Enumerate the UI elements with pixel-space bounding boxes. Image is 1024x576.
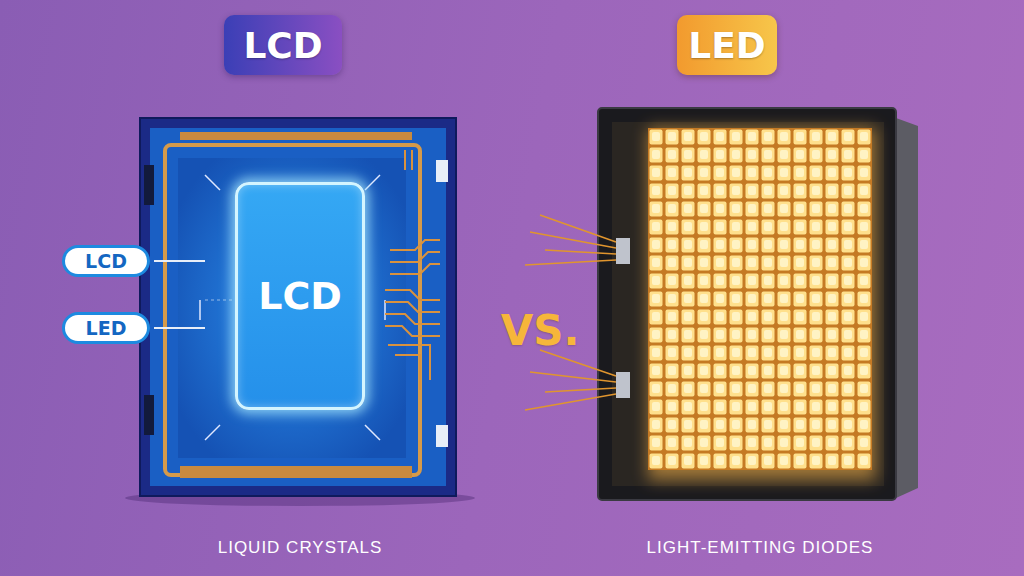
led-panel (896, 118, 918, 498)
lcd-panel (200, 175, 385, 440)
lcd-panel (144, 395, 154, 435)
led-panel (612, 122, 884, 486)
led-panel (598, 108, 896, 500)
node-text: LCD (85, 250, 127, 272)
node-text: LED (86, 317, 127, 339)
lcd-panel (125, 118, 475, 506)
lcd-panel (395, 355, 420, 390)
lcd-panel (390, 252, 440, 262)
led-panel (598, 108, 918, 500)
lcd-panel (205, 425, 220, 440)
lcd-panel (388, 345, 430, 380)
versus-text: VS. (501, 306, 580, 355)
lcd-panel (165, 145, 420, 475)
wire (525, 260, 616, 265)
lcd-panel (411, 150, 413, 170)
screen-box: LCD (235, 182, 365, 410)
lcd-panel (365, 175, 380, 190)
led-panel (648, 128, 872, 470)
node-text: LCD (258, 274, 342, 318)
lcd-panel (404, 150, 406, 170)
wire (545, 388, 616, 392)
pill-label: LED (62, 312, 150, 344)
title-badge: LCD (224, 15, 342, 75)
lcd-panel (178, 158, 406, 458)
wire (545, 250, 616, 254)
title-badge: LED (677, 15, 777, 75)
wire (530, 372, 616, 382)
lcd-panel (180, 466, 412, 478)
lcd-panel (205, 175, 220, 190)
lcd-panel (199, 300, 201, 320)
lcd-panel (150, 128, 446, 486)
leader-line (154, 260, 205, 262)
lcd-panel (436, 425, 448, 447)
lcd-panel (385, 302, 440, 312)
pill-label: LCD (62, 245, 150, 277)
lcd-panel (385, 314, 440, 324)
lcd-panel (180, 132, 412, 140)
wire (540, 215, 616, 242)
lcd-panel (385, 150, 440, 390)
leader-line (154, 327, 205, 329)
wire (530, 232, 616, 248)
caption-text: LIQUID CRYSTALS (218, 538, 383, 558)
led-panel (616, 238, 630, 264)
caption-text: LIGHT-EMITTING DIODES (647, 538, 874, 558)
led-panel (648, 128, 876, 480)
lcd-panel (436, 160, 448, 182)
lcd-panel (390, 264, 440, 274)
lcd-panel (365, 425, 380, 440)
lcd-panel (385, 290, 440, 300)
node-text: LCD (243, 25, 322, 66)
lcd-panel (144, 165, 154, 205)
node-text: LED (688, 25, 765, 66)
wire (525, 394, 616, 410)
lcd-panel (390, 240, 440, 250)
led-panel (616, 372, 630, 398)
lcd-panel (385, 326, 440, 336)
lcd-panel (140, 118, 456, 496)
